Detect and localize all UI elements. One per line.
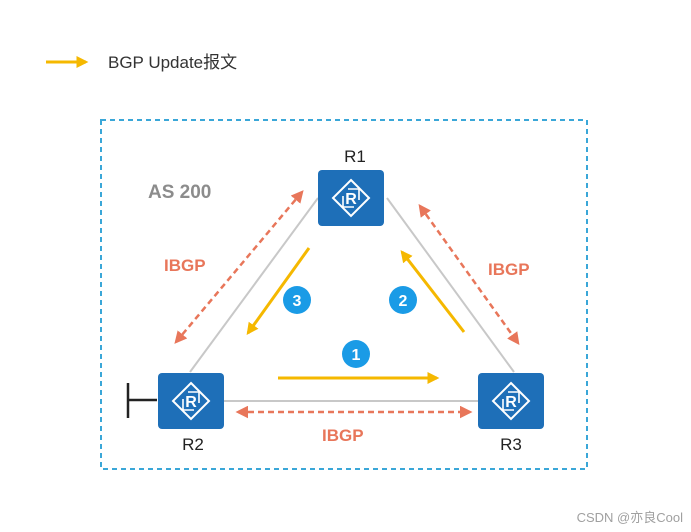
router-r2 [157, 372, 225, 430]
router-r3 [477, 372, 545, 430]
step-badge-1: 1 [342, 340, 370, 368]
router-icon [317, 169, 385, 227]
legend: BGP Update报文 [46, 53, 237, 72]
ibgp-arrow-r1-r2 [174, 190, 304, 344]
as-boundary [100, 119, 588, 470]
link-r1-r2 [189, 197, 319, 373]
legend-label: BGP Update报文 [108, 53, 237, 72]
router-r1 [317, 169, 385, 227]
watermark: CSDN @亦良Cool [576, 510, 683, 525]
router-r1-label: R1 [344, 147, 366, 166]
router-r3-label: R3 [500, 435, 522, 454]
ibgp-label-left: IBGP [164, 256, 206, 275]
router-icon [477, 372, 545, 430]
as-label: AS 200 [148, 182, 211, 203]
step-badge-3: 3 [283, 286, 311, 314]
link-r1-r3 [386, 197, 515, 373]
ibgp-label-bottom: IBGP [322, 426, 364, 445]
svg-text:2: 2 [399, 293, 408, 310]
step-badge-2: 2 [389, 286, 417, 314]
router-icon [157, 372, 225, 430]
svg-text:3: 3 [293, 293, 302, 310]
svg-text:1: 1 [352, 347, 361, 364]
ibgp-arrow-r1-r3 [418, 203, 520, 346]
ibgp-label-right: IBGP [488, 260, 530, 279]
update-arrow-step-3 [246, 247, 311, 335]
router-r2-label: R2 [182, 435, 204, 454]
update-arrow-step-2 [400, 250, 466, 333]
